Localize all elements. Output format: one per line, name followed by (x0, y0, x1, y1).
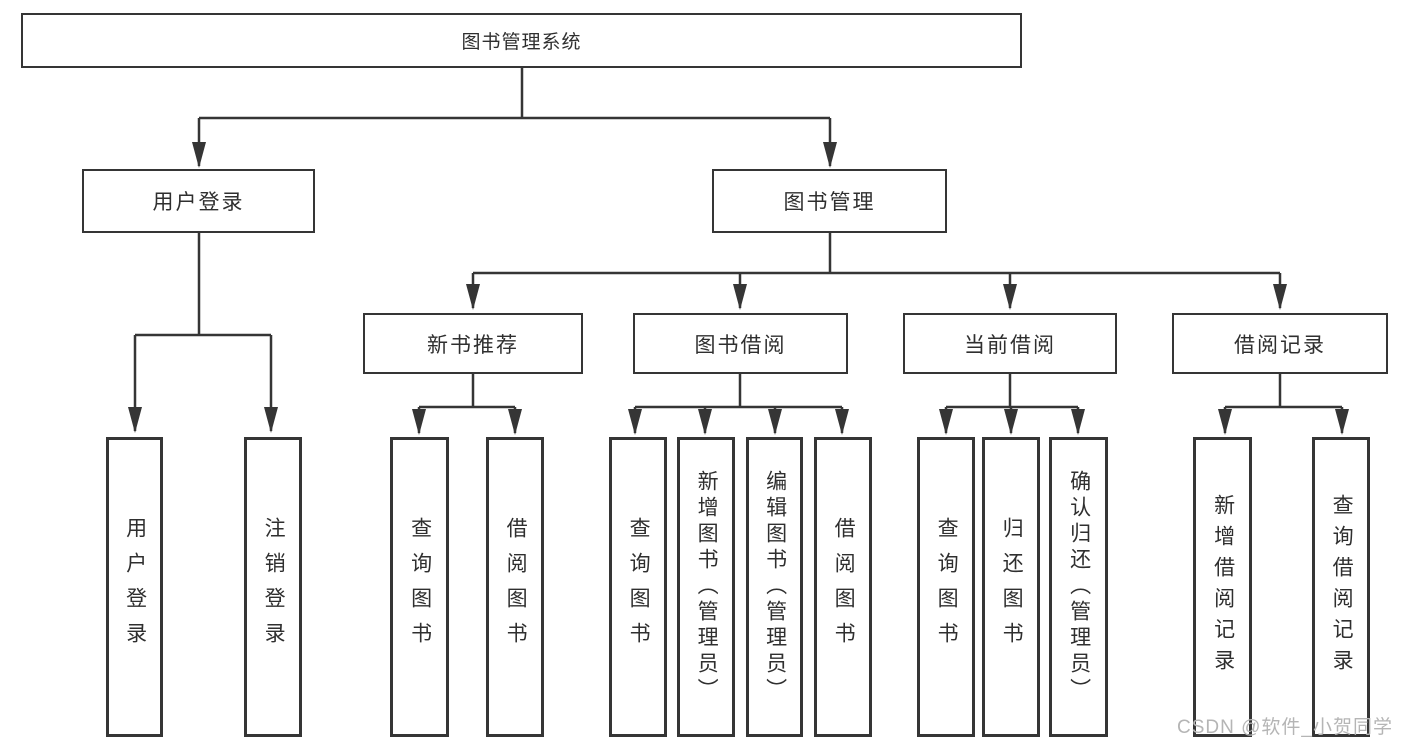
node-label: 注销登录 (262, 517, 286, 657)
node-label: 当前借阅 (964, 333, 1056, 357)
node-book-borrowing: 图书借阅 (633, 313, 848, 374)
leaf-query-books-current: 查询图书 (917, 437, 975, 737)
leaf-borrow-books-recommend: 借阅图书 (486, 437, 544, 737)
leaf-add-borrow-record: 新增借阅记录 (1193, 437, 1252, 737)
node-current-borrowing: 当前借阅 (903, 313, 1117, 374)
leaf-return-books: 归还图书 (982, 437, 1040, 737)
node-label: 用户登录 (123, 517, 147, 657)
leaf-user-login: 用户登录 (106, 437, 163, 737)
node-label: 查询图书 (408, 517, 432, 657)
node-label: 借阅记录 (1234, 333, 1326, 357)
node-label: 新书推荐 (427, 333, 519, 357)
leaf-query-books-borrow: 查询图书 (609, 437, 667, 737)
node-label: 查询图书 (935, 517, 959, 657)
node-label: 借阅图书 (832, 517, 856, 657)
node-book-management: 图书管理 (712, 169, 947, 233)
csdn-watermark: CSDN @软件_小贺同学 (1177, 717, 1393, 738)
node-label: 图书借阅 (694, 333, 787, 357)
leaf-edit-books-admin: 编辑图书（管理员） (746, 437, 803, 737)
node-label: 查询图书 (627, 517, 651, 657)
node-new-book-recommendation: 新书推荐 (363, 313, 583, 374)
node-label: 借阅图书 (504, 517, 528, 657)
node-borrowing-records: 借阅记录 (1172, 313, 1388, 374)
leaf-borrow-books: 借阅图书 (814, 437, 872, 737)
leaf-add-books-admin: 新增图书（管理员） (677, 437, 735, 737)
leaf-query-books-recommend: 查询图书 (390, 437, 449, 737)
node-label: 新增借阅记录 (1211, 494, 1235, 680)
node-label: 编辑图书（管理员） (763, 470, 787, 704)
leaf-query-borrow-record: 查询借阅记录 (1312, 437, 1370, 737)
node-label: 图书管理 (783, 191, 876, 214)
leaf-logout: 注销登录 (244, 437, 302, 737)
node-label: 图书管理系统 (461, 32, 582, 53)
node-library-management-system: 图书管理系统 (21, 13, 1022, 68)
node-label: 新增图书（管理员） (695, 470, 719, 704)
leaf-confirm-return-admin: 确认归还（管理员） (1049, 437, 1108, 737)
trunk-lines (135, 68, 1342, 409)
node-label: 确认归还（管理员） (1067, 470, 1091, 704)
node-label: 归还图书 (1000, 517, 1024, 657)
node-user-login: 用户登录 (82, 169, 315, 233)
node-label: 查询借阅记录 (1330, 494, 1354, 680)
node-label: 用户登录 (152, 191, 245, 214)
